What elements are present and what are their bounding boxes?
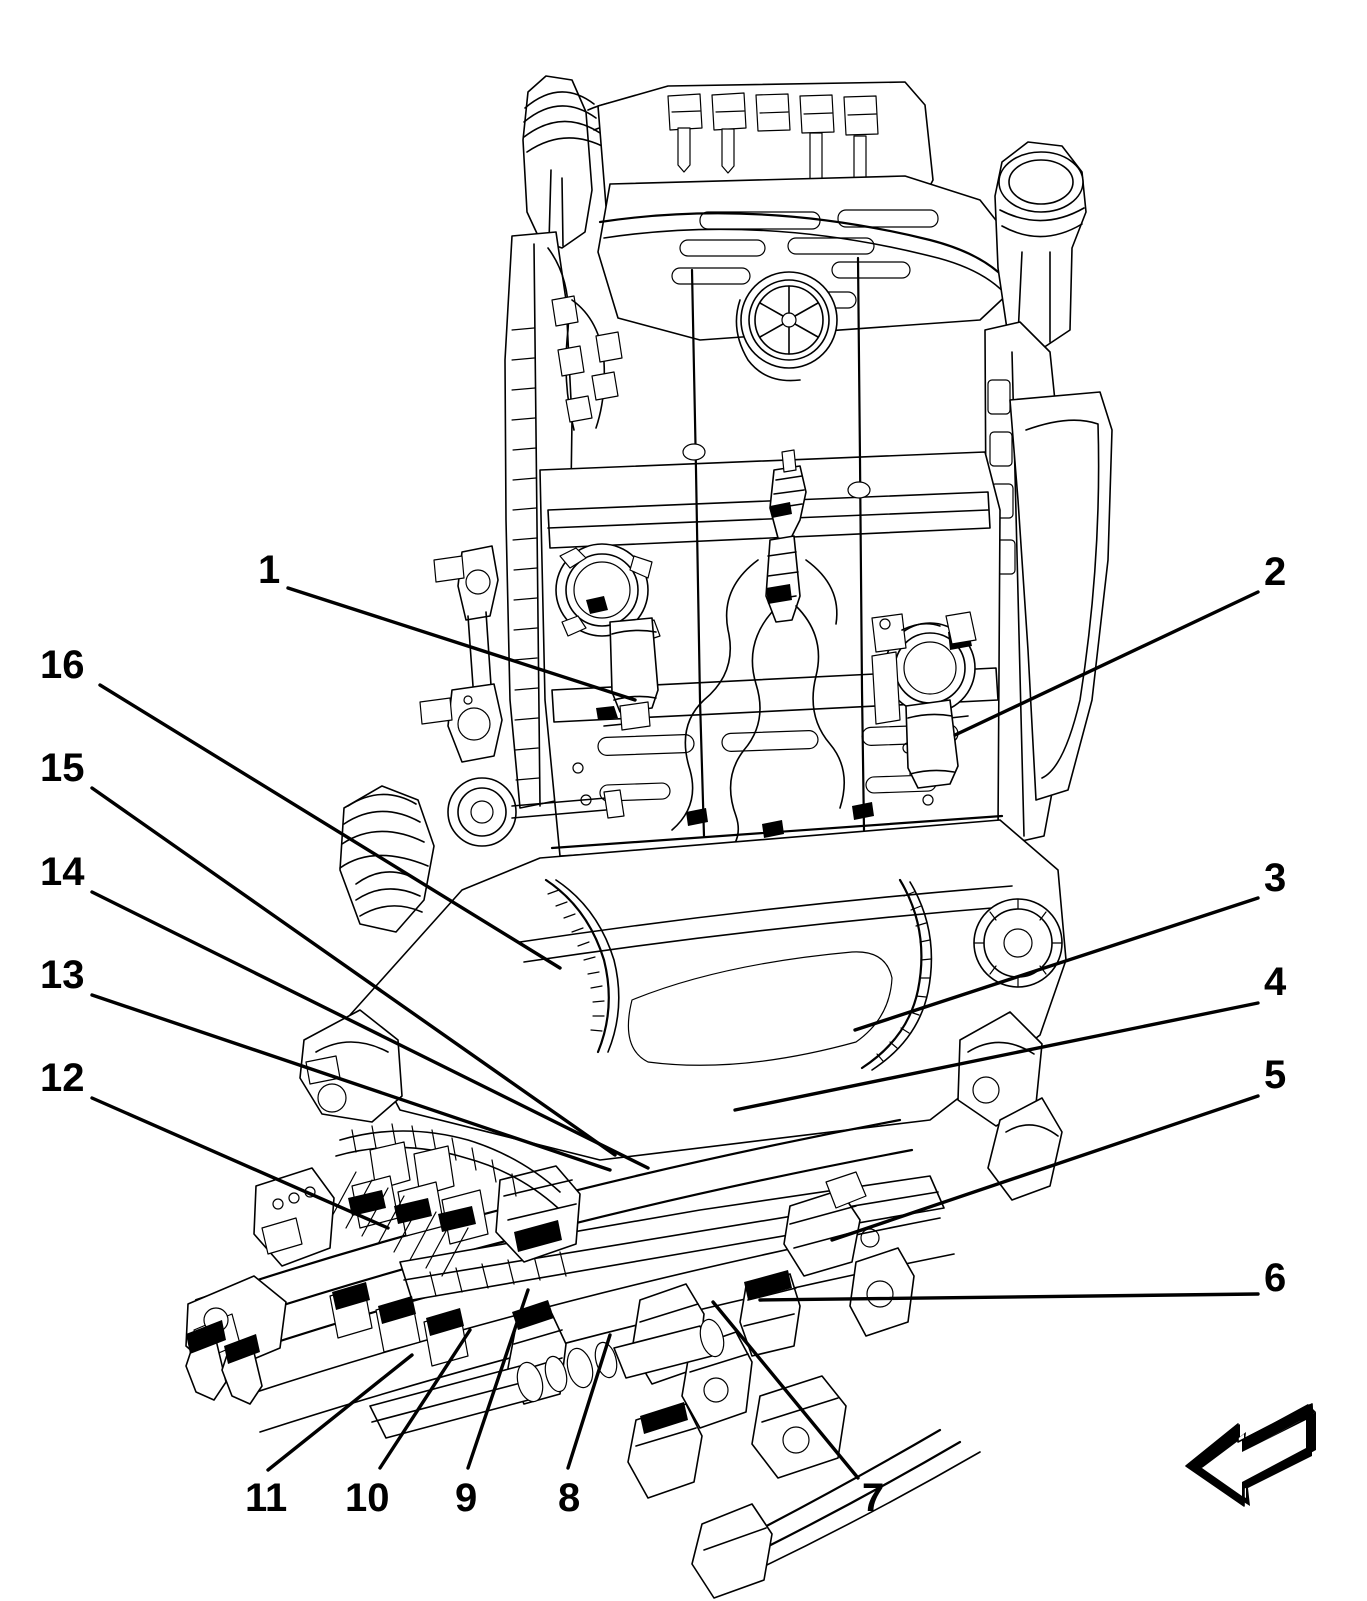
callout-label-16: 16 bbox=[40, 643, 85, 687]
callout-label-8: 8 bbox=[558, 1476, 581, 1520]
harness-connector-block bbox=[739, 1270, 801, 1357]
callout-label-10: 10 bbox=[345, 1476, 390, 1520]
callout-label-5: 5 bbox=[1264, 1053, 1287, 1097]
left-recliner-hub bbox=[447, 777, 625, 847]
callout-label-11: 11 bbox=[245, 1476, 288, 1520]
callout-label-1: 1 bbox=[258, 548, 281, 592]
callout-label-14: 14 bbox=[40, 850, 85, 894]
view-direction-arrow-shape bbox=[1185, 1403, 1316, 1507]
seat-cushion-frame bbox=[299, 777, 1067, 1201]
track-motor-block bbox=[495, 1165, 581, 1263]
right-floor-bracket bbox=[627, 1375, 847, 1499]
left-side-shield bbox=[339, 785, 435, 933]
callout-label-15: 15 bbox=[40, 746, 85, 790]
callout-leaders bbox=[90, 586, 1260, 1480]
callout-label-2: 2 bbox=[1264, 550, 1287, 594]
left-seat-motor bbox=[555, 543, 661, 731]
left-pivot-bracket bbox=[419, 545, 503, 763]
callout-label-4: 4 bbox=[1264, 960, 1287, 1004]
seat-back-frame bbox=[419, 75, 1113, 857]
recliner-gear bbox=[973, 898, 1063, 988]
right-seat-motor bbox=[871, 611, 977, 789]
seat-track-assembly bbox=[185, 1118, 981, 1599]
callout-label-7: 7 bbox=[862, 1476, 885, 1520]
callout-label-12: 12 bbox=[40, 1056, 85, 1100]
callout-label-13: 13 bbox=[40, 953, 85, 997]
callout-label-6: 6 bbox=[1264, 1256, 1287, 1300]
callout-label-9: 9 bbox=[455, 1476, 478, 1520]
callout-label-3: 3 bbox=[1264, 856, 1287, 900]
wiring-bundle-cluster bbox=[329, 1123, 561, 1367]
right-connector bbox=[783, 1171, 880, 1277]
left-track-foot bbox=[185, 1167, 335, 1405]
lumbar-actuator bbox=[765, 449, 807, 623]
